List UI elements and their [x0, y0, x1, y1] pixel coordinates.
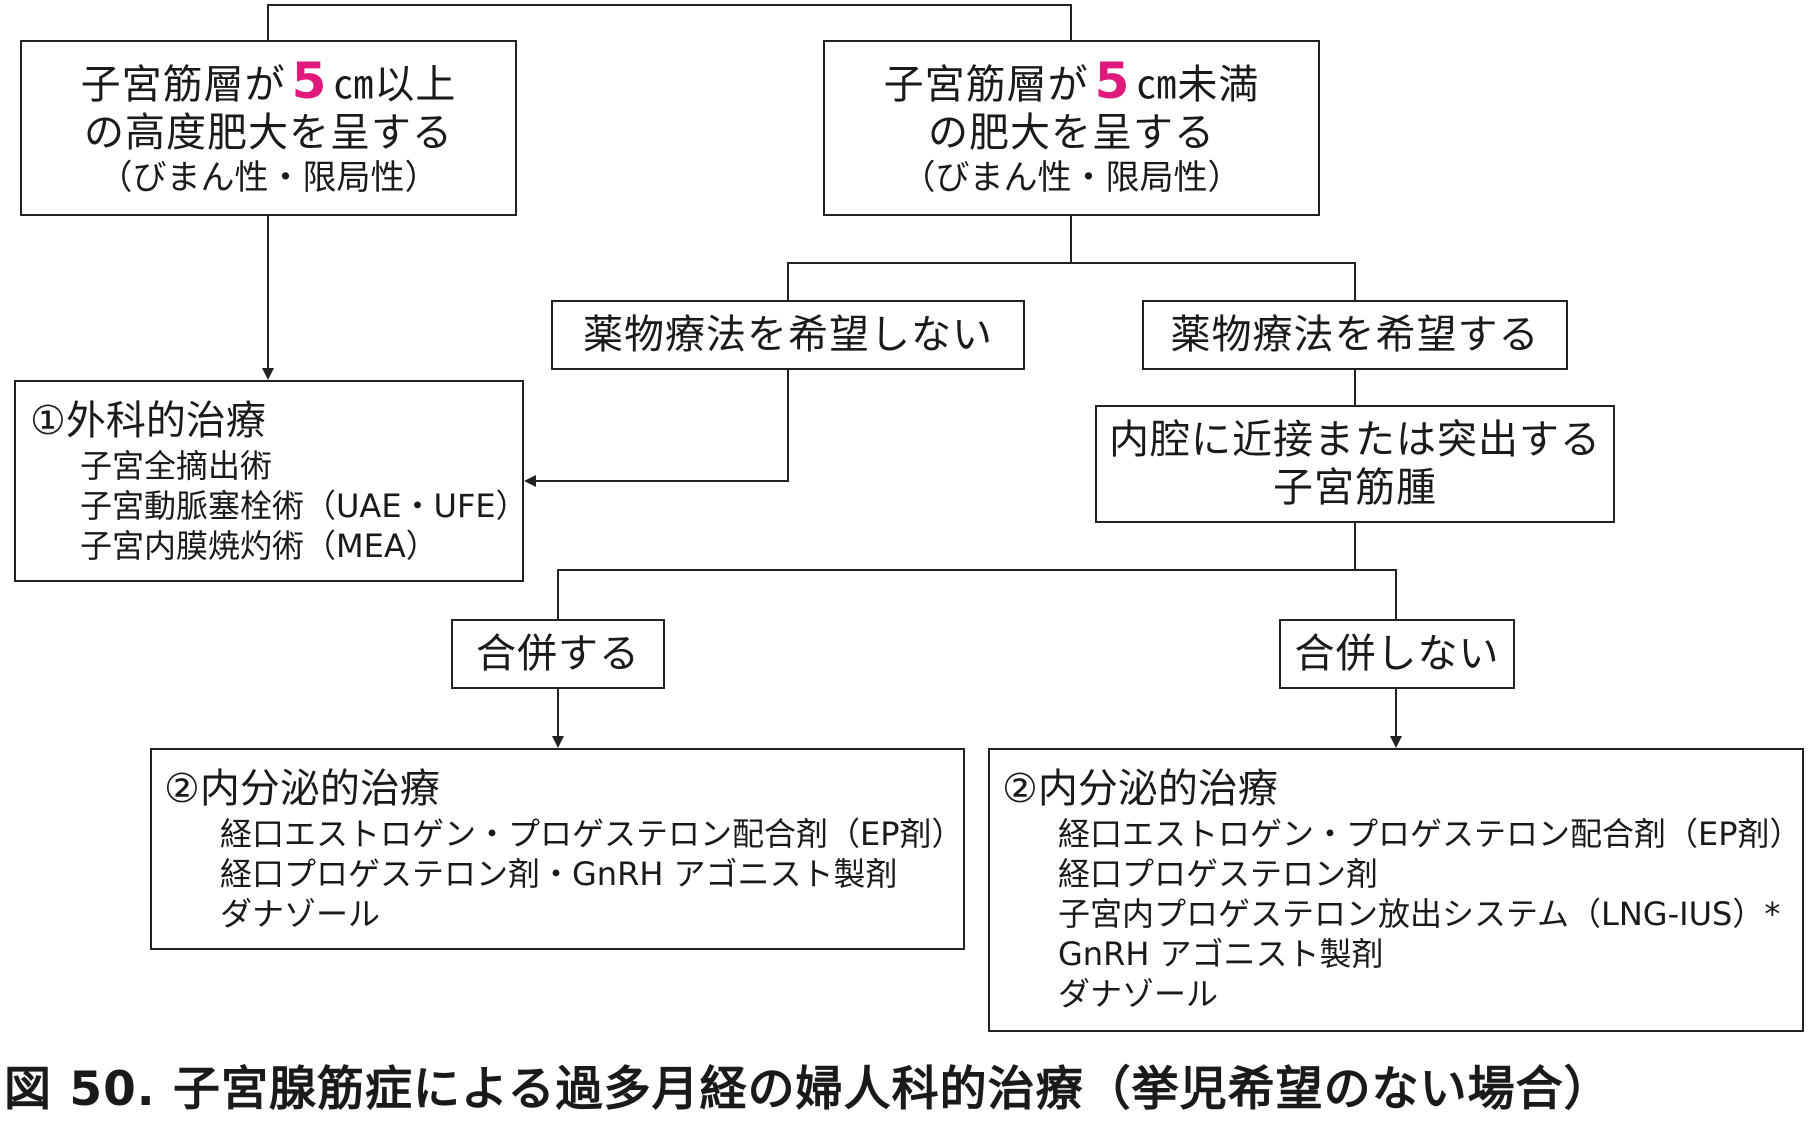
box-with-myoma: 合併する	[451, 619, 665, 689]
surgical-item: 子宮内膜焼灼術（MEA）	[80, 527, 438, 565]
myoma-line1: 内腔に近接または突出する	[1109, 417, 1601, 463]
figure-caption: 図 50. 子宮腺筋症による過多月経の婦人科的治療（挙児希望のない場合）	[4, 1062, 1612, 1117]
endo-right-title: ②内分泌的治療	[1002, 766, 1278, 812]
endo-right-item: ダナゾール	[1058, 975, 1219, 1013]
large-line1-pre: 子宮筋層が	[80, 62, 286, 108]
endo-left-item: 経口プロゲステロン剤・GnRH アゴニスト製剤	[220, 855, 898, 893]
box-want-drug-therapy: 薬物療法を希望する	[1142, 300, 1568, 370]
large-line3: （びまん性・限局性）	[98, 158, 439, 198]
branch-small-to-drug	[787, 216, 1072, 300]
surgical-item: 子宮動脈塞栓術（UAE・UFE）	[80, 487, 528, 525]
endo-left-item: ダナゾール	[220, 895, 381, 933]
endo-right-item: GnRH アゴニスト製剤	[1058, 935, 1384, 973]
surgical-item: 子宮全摘出術	[80, 447, 273, 485]
branch-myoma-to-with	[557, 523, 1356, 619]
small-line2: の肥大を呈する	[928, 110, 1215, 156]
small-5-number: 5	[1094, 52, 1131, 110]
surgical-title: ①外科的治療	[30, 398, 266, 444]
small-line1-post: ㎝未満	[1136, 62, 1260, 108]
endo-left-title: ②内分泌的治療	[164, 766, 440, 812]
endo-right-item: 経口エストロゲン・プロゲステロン配合剤（EP剤）	[1058, 815, 1802, 853]
large-line2: の高度肥大を呈する	[84, 110, 453, 156]
box-without-myoma: 合併しない	[1279, 619, 1515, 689]
large-line1-post: ㎝以上	[333, 62, 457, 108]
large-5-number: 5	[291, 52, 328, 110]
small-line3: （びまん性・限局性）	[901, 158, 1242, 198]
box-endocrine-treatment-right: ②内分泌的治療 経口エストロゲン・プロゲステロン配合剤（EP剤） 経口プロゲステ…	[988, 748, 1804, 1032]
arrow-nodrug-to-surgical	[524, 370, 789, 487]
endo-left-item: 経口エストロゲン・プロゲステロン配合剤（EP剤）	[220, 815, 964, 853]
branch-myoma-to-without	[1355, 569, 1397, 619]
box-submucosal-myoma: 内腔に近接または突出する 子宮筋腫	[1095, 405, 1615, 523]
myoma-line2: 子宮筋腫	[1273, 465, 1437, 511]
endo-right-item: 子宮内プロゲステロン放出システム（LNG-IUS）*	[1058, 895, 1781, 933]
box-endocrine-treatment-left: ②内分泌的治療 経口エストロゲン・プロゲステロン配合剤（EP剤） 経口プロゲステ…	[150, 748, 965, 950]
small-line1-pre: 子宮筋層が	[883, 62, 1089, 108]
box-surgical-treatment: ①外科的治療 子宮全摘出術 子宮動脈塞栓術（UAE・UFE） 子宮内膜焼灼術（M…	[14, 380, 528, 582]
box-no-drug-therapy: 薬物療法を希望しない	[551, 300, 1025, 370]
branch-small-to-drug-right	[1071, 262, 1356, 300]
endo-right-item: 経口プロゲステロン剤	[1058, 855, 1379, 893]
top-bracket-line	[267, 4, 1072, 40]
